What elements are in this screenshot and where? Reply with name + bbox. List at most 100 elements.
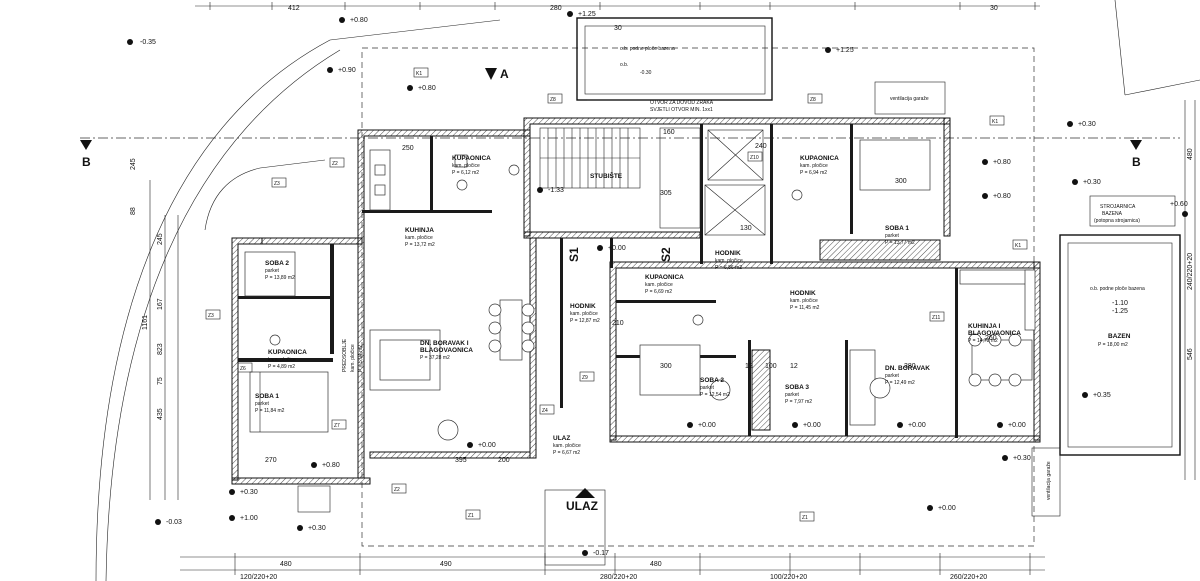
- room-soba-2-left: SOBA 2 parket P = 13,89 m2: [265, 260, 295, 281]
- wall-tag-text: Z2: [394, 487, 400, 493]
- room-floor: kam. pločice: [715, 258, 743, 264]
- wall-tag-text: K1: [992, 119, 998, 125]
- room-area: P = 6,94 m2: [800, 170, 827, 176]
- elevation-marker: -0.17: [582, 550, 609, 557]
- wall-tags: K1 Z2 Z3 Z8 Z9 Z4 Z7 Z6 Z10 K1 K1 Z2 Z8 …: [205, 67, 1028, 522]
- section-mark-a: A: [500, 67, 509, 81]
- wall-tag: Z9: [579, 371, 595, 382]
- wall-tag: Z6: [237, 362, 253, 373]
- elevation-text: +0.30: [308, 525, 326, 532]
- room-hodnik-right: HODNIK kam. pločice P = 11,45 m2: [790, 290, 820, 311]
- elevation-text: +0.00: [698, 422, 716, 429]
- dim-left-7: 245: [130, 158, 137, 170]
- room-floor: kam. pločice: [570, 311, 598, 317]
- air-opening-label: OTVOR ZA DOVOD ZRAKA: [650, 100, 714, 106]
- interior-dim: 100: [765, 363, 777, 370]
- room-floor: parket: [255, 401, 270, 407]
- left-dimension-texts: 1161 823 435 75 167 245 88 245: [130, 158, 164, 420]
- elevation-text: +0.30: [1013, 455, 1031, 462]
- room-floor: parket: [700, 385, 715, 391]
- staircase: STUBIŠTE: [539, 127, 766, 236]
- wall-tag: Z8: [807, 93, 823, 104]
- elevation-text: +0.30: [1078, 121, 1096, 128]
- interior-dim: 130: [740, 225, 752, 232]
- wall-tag: Z11: [929, 311, 945, 322]
- interior-dim: 380: [904, 363, 916, 370]
- section-marks: A B B: [80, 67, 1142, 169]
- s1-label: S1: [567, 247, 581, 262]
- dim-bottom-3: 280/220+20: [600, 574, 637, 581]
- room-kuhinja-right: KUHINJA I BLAGOVAONICA P = 14,73 m2: [968, 323, 1021, 344]
- dim-top-2: 30: [990, 5, 998, 12]
- room-area: P = 11,84 m2: [255, 408, 285, 414]
- room-name: HODNIK: [790, 290, 816, 297]
- elevation-marker: +0.30: [1002, 455, 1031, 462]
- dim-right-2: 480: [1187, 148, 1194, 160]
- interior-dim: 210: [612, 320, 624, 327]
- interior-dim: 240: [755, 143, 767, 150]
- wall-tag-text: Z3: [208, 313, 214, 319]
- wall-tag: Z4: [539, 404, 555, 415]
- pool-tech-label-2: BAZENA: [1102, 211, 1123, 217]
- elevation-marker: +1.25: [567, 11, 596, 18]
- wall-tag: K1: [989, 115, 1005, 126]
- top-dimension-texts: 412 280 30: [288, 5, 998, 12]
- room-floor: kam. pločice: [405, 235, 433, 241]
- room-area: P = 37,28 m2: [420, 355, 450, 361]
- dim-left-2: 435: [157, 408, 164, 420]
- wall-tag-text: Z8: [550, 97, 556, 103]
- room-kuhinja-left: KUHINJA kam. pločice P = 13,72 m2: [405, 227, 435, 248]
- entrance-marker: ULAZ: [566, 488, 598, 513]
- room-hodnik-left: HODNIK kam. pločice P = 12,87 m2: [570, 303, 600, 324]
- room-area: P = 12,49 m2: [885, 380, 915, 386]
- room-floor: parket: [785, 392, 800, 398]
- room-name: SOBA 1: [255, 393, 279, 400]
- elevation-text: +0.90: [338, 67, 356, 74]
- elevation-text: +0.00: [908, 422, 926, 429]
- dim-bottom-5: 100/220+20: [770, 574, 807, 581]
- entrance-label: ULAZ: [566, 499, 598, 513]
- dim-left-3: 75: [157, 377, 164, 385]
- room-floor: kam. pločice: [350, 344, 356, 372]
- dim-top-1: 280: [550, 5, 562, 12]
- pool-name: BAZEN: [1108, 333, 1131, 340]
- elevation-text: +0.00: [803, 422, 821, 429]
- room-name: KUPAONICA: [268, 349, 307, 356]
- room-name: KUHINJA: [405, 227, 434, 234]
- room-floor: BLAGOVAONICA: [420, 347, 473, 354]
- wall-tag-text: Z11: [932, 315, 940, 321]
- right-dimension-texts: 546 240/220+20 480: [1187, 148, 1194, 360]
- room-name: PREDSOBLJE: [342, 338, 348, 372]
- room-soba-1-right: SOBA 1 parket P = 13,77 m2: [885, 225, 915, 246]
- room-floor: parket: [885, 373, 900, 379]
- interior-dim: 260: [985, 335, 997, 342]
- elevation-marker: -0.03: [155, 519, 182, 526]
- wall-tag: Z8: [547, 93, 563, 104]
- room-name: SOBA 2: [700, 377, 724, 384]
- interior-dim: 270: [265, 457, 277, 464]
- room-floor: BLAGOVAONICA: [968, 330, 1021, 337]
- elevation-text: +0.80: [322, 462, 340, 469]
- room-area: P = 13,89 m2: [265, 275, 295, 281]
- pool-top-label-2: o.b.: [620, 62, 628, 68]
- dim-left-5: 245: [157, 233, 164, 245]
- elevation-marker: +0.30: [229, 489, 258, 496]
- interior-dimensions: 300 300 250 270 395 240 260 380 100 12 1…: [265, 25, 997, 464]
- wall-tag: Z1: [799, 511, 815, 522]
- room-soba-1-left: SOBA 1 parket P = 11,84 m2: [255, 393, 285, 414]
- elevation-text: +0.80: [993, 159, 1011, 166]
- ventilation-label-top: ventilacija garaže: [890, 96, 929, 102]
- wall-tag: Z2: [391, 483, 407, 494]
- room-area: P = 5,94 m2: [358, 345, 364, 372]
- room-floor: parket: [885, 233, 900, 239]
- wall-tag: Z3: [205, 309, 221, 320]
- wall-tag-text: Z6: [240, 366, 246, 372]
- wall-tag-text: Z10: [750, 155, 759, 161]
- room-name: KUHINJA I: [968, 323, 1000, 330]
- room-floor: kam. pločice: [452, 163, 480, 169]
- pool-side-value-2: -1.25: [1112, 308, 1128, 315]
- dim-right-1: 240/220+20: [1187, 253, 1194, 290]
- elevation-marker: +0.80: [982, 193, 1011, 200]
- room-name: ULAZ: [553, 435, 570, 442]
- room-name: SOBA 1: [885, 225, 909, 232]
